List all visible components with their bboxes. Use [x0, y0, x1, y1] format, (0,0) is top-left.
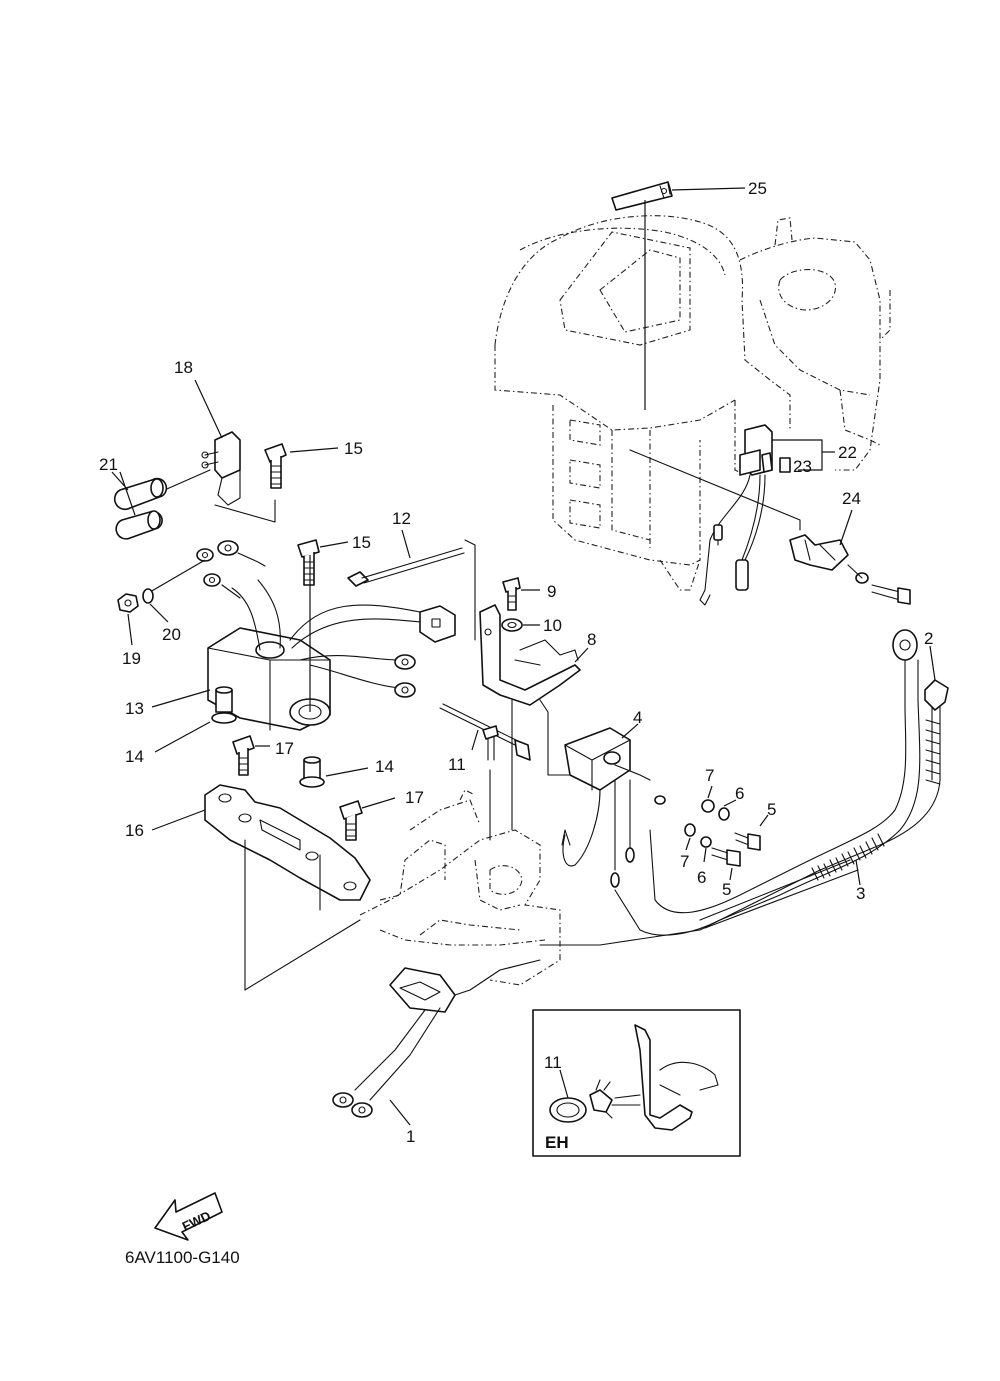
lower-mount-outline — [359, 789, 561, 986]
part-6-washer-lower — [700, 836, 712, 848]
callout-23: 23 — [793, 457, 812, 476]
callout-24: 24 — [842, 489, 861, 508]
callout-12: 12 — [392, 509, 411, 528]
part-16-base-plate — [204, 784, 371, 901]
part-17-bolt-upper — [232, 735, 255, 776]
inset-eh-box: EH — [532, 1009, 741, 1157]
part-25-clip — [611, 181, 673, 211]
engine-block-outline — [494, 215, 891, 591]
part-14-collar-lower — [299, 756, 325, 788]
callout-7a: 7 — [705, 766, 714, 785]
part-15-bolt-upper — [264, 443, 287, 489]
part-2-cap — [924, 679, 949, 711]
part-17-bolt-lower — [339, 800, 363, 841]
callout-5b: 5 — [722, 880, 731, 899]
screw-small — [482, 725, 499, 761]
part-14-collar-upper — [211, 686, 237, 724]
part-22-23-connector — [699, 424, 791, 606]
callout-labels: 1 2 3 4 5 5 6 6 7 7 8 9 10 11 11 12 13 1… — [99, 179, 933, 1146]
callout-11a: 11 — [448, 755, 466, 774]
wire-terminals-right — [394, 654, 416, 698]
diagram-code: 6AV1100-G140 — [125, 1248, 240, 1267]
inset-label: EH — [545, 1133, 569, 1152]
part-1-grommet-harness — [332, 959, 541, 1118]
part-19-nut — [117, 593, 139, 613]
part-11-cable-tie — [439, 703, 531, 761]
part-15-bolt-lower — [297, 539, 320, 586]
callout-13: 13 — [125, 699, 144, 718]
part-20-washer — [142, 588, 154, 604]
callout-25: 25 — [748, 179, 767, 198]
callout-14b: 14 — [375, 757, 394, 776]
callout-9: 9 — [547, 582, 556, 601]
wire-terminals-left — [196, 540, 266, 599]
part-6-washer-upper — [718, 807, 730, 821]
callout-7b: 7 — [680, 852, 689, 871]
cable-terminal-ring — [892, 629, 918, 661]
part-24-clamp — [789, 534, 911, 605]
callout-22: 22 — [838, 443, 857, 462]
cable-sleeve — [811, 719, 941, 881]
fwd-arrow-icon: FWD — [154, 1192, 223, 1241]
part-7-washer-upper — [701, 799, 715, 813]
callout-6a: 6 — [735, 784, 744, 803]
callout-15b: 15 — [352, 533, 371, 552]
callout-15a: 15 — [344, 439, 363, 458]
callout-20: 20 — [162, 625, 181, 644]
part-5-bolt-lower — [711, 847, 741, 867]
callout-18: 18 — [174, 358, 193, 377]
part-8-bracket — [479, 604, 581, 706]
part-10-washer — [501, 618, 523, 632]
part-9-bolt — [502, 577, 521, 611]
callout-6b: 6 — [697, 868, 706, 887]
callout-14a: 14 — [125, 747, 144, 766]
callout-21: 21 — [99, 455, 118, 474]
callout-5a: 5 — [767, 800, 776, 819]
callout-11b: 11 — [544, 1053, 562, 1072]
part-4-rectifier — [564, 727, 651, 791]
callout-17a: 17 — [275, 739, 294, 758]
callout-17b: 17 — [405, 788, 424, 807]
callout-8: 8 — [587, 630, 596, 649]
part-7-washer-lower — [684, 823, 696, 837]
callout-1: 1 — [406, 1127, 415, 1146]
part-21-caps — [113, 477, 168, 540]
callout-10: 10 — [543, 616, 562, 635]
callout-16: 16 — [125, 821, 144, 840]
callout-3: 3 — [856, 884, 865, 903]
connector-coupler — [419, 605, 456, 643]
part-18-switch — [201, 431, 241, 506]
part-13-cdi-unit — [207, 579, 421, 731]
callout-19: 19 — [122, 649, 141, 668]
part-5-bolt-upper — [734, 832, 761, 851]
callout-2: 2 — [924, 629, 933, 648]
callout-4: 4 — [633, 708, 642, 727]
part-12-cable-tie — [347, 547, 465, 587]
